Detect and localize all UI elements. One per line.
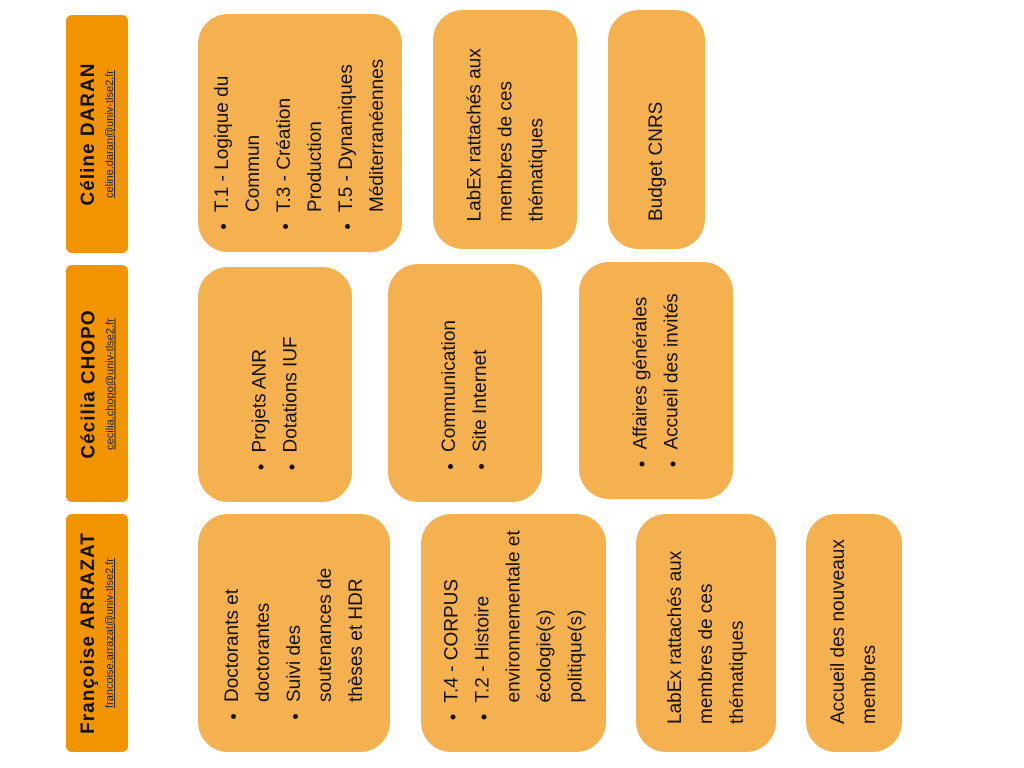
list-item: T.2 - Histoire environnementale et écolo… (467, 524, 591, 702)
card-arrazat-accueil: Accueil des nouveaux membres (806, 514, 902, 752)
list-item: Accueil des invités (656, 272, 687, 449)
list-item: T.5 - Dynamiques Méditerranéennes (331, 24, 393, 212)
person-arrazat: Françoise ARRAZAT francoise.arrazat@univ… (66, 514, 128, 752)
person-email-link[interactable]: francoise.arrazat@univ-tlse2.fr (104, 558, 116, 708)
person-daran: Céline DARAN celine.daran@univ-tlse2.fr (66, 15, 128, 253)
card-arrazat-themes: T.4 - CORPUS T.2 - Histoire environnemen… (421, 514, 606, 752)
person-name: Cécilia CHOPO (78, 308, 99, 459)
list-item: Affaires générales (625, 272, 656, 449)
list-item: Projets ANR (244, 277, 275, 452)
list-item: Suivi des soutenances de thèses et HDR (279, 524, 372, 702)
card-arrazat-doctorants: Doctorants et doctorantes Suivi des sout… (198, 514, 390, 752)
person-email-link[interactable]: celine.daran@univ-tlse2.fr (104, 70, 116, 198)
list-item: Doctorants et doctorantes (217, 524, 279, 702)
list-item: T.3 - Création Production (269, 24, 331, 212)
list-item: T.4 - CORPUS (436, 524, 467, 702)
person-chopo: Cécilia CHOPO cecilia.chopo@univ-tlse2.f… (66, 265, 128, 502)
person-name: Céline DARAN (78, 62, 99, 206)
list-item: T.1 - Logique du Commun (207, 24, 269, 212)
person-email-link[interactable]: cecilia.chopo@univ-tlse2.fr (104, 317, 116, 450)
card-text: LabEx rattachés aux membres de ces théma… (664, 550, 748, 724)
list-item: Communication (434, 274, 465, 452)
card-text: LabEx rattachés aux membres de ces théma… (463, 47, 547, 221)
card-chopo-projets: Projets ANR Dotations IUF (198, 267, 352, 502)
card-text: Accueil des nouveaux membres (828, 539, 880, 724)
list-item: Dotations IUF (275, 277, 306, 452)
card-daran-themes: T.1 - Logique du Commun T.3 - Création P… (198, 14, 402, 252)
card-arrazat-labex: LabEx rattachés aux membres de ces théma… (636, 514, 776, 752)
card-daran-budget: Budget CNRS (608, 10, 705, 249)
card-chopo-communication: Communication Site Internet (388, 264, 542, 502)
card-text: Budget CNRS (646, 101, 667, 221)
list-item: Site Internet (465, 274, 496, 452)
person-name: Françoise ARRAZAT (78, 532, 99, 734)
card-daran-labex: LabEx rattachés aux membres de ces théma… (433, 10, 577, 249)
card-chopo-affaires: Affaires générales Accueil des invités (579, 262, 733, 499)
